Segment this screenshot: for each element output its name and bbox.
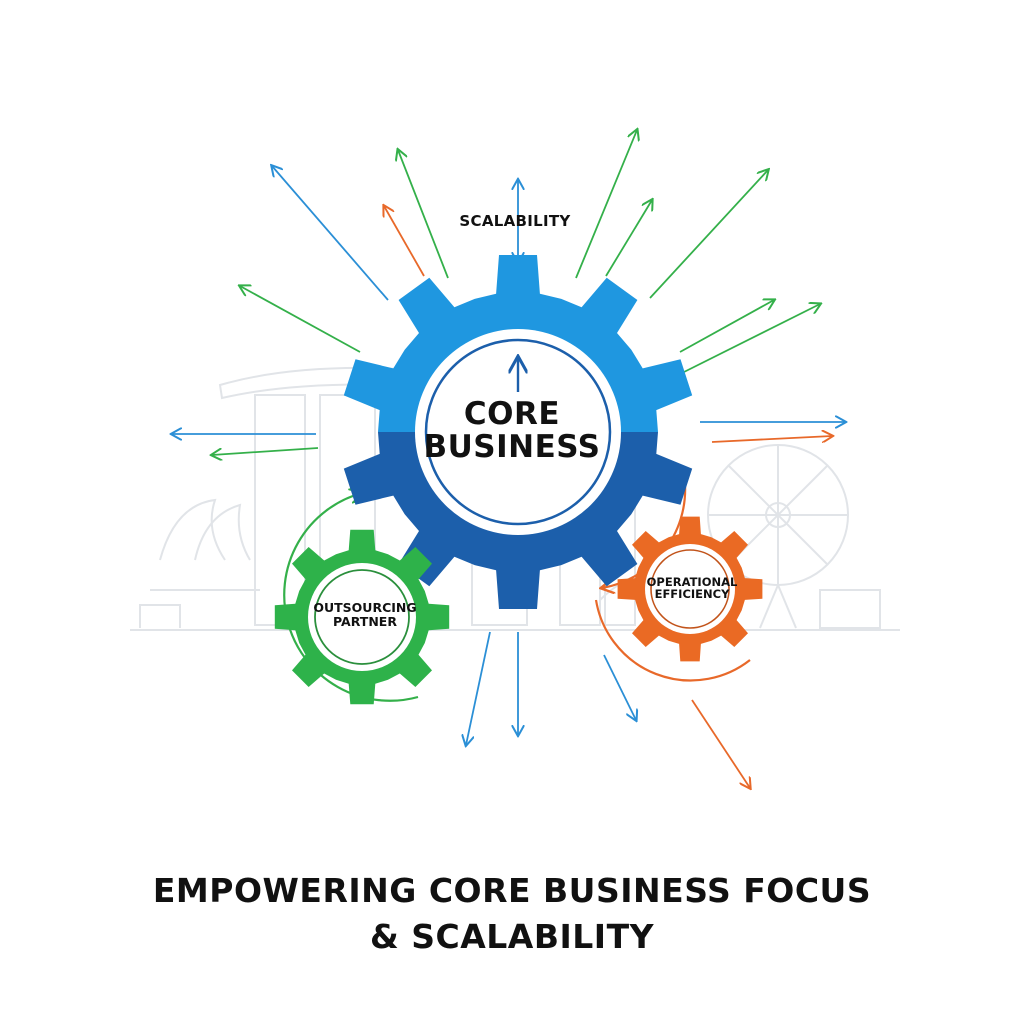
outsourcing-label-line2: PARTNER [333, 613, 397, 629]
radiating-arrow [575, 130, 637, 279]
radiating-arrow [272, 166, 389, 301]
radiating-arrows [172, 130, 845, 788]
radiating-arrow [605, 200, 652, 277]
radiating-arrow [398, 150, 449, 279]
operational-label-line2: EFFICIENCY [654, 587, 730, 602]
headline: EMPOWERING CORE BUSINESS FOCUS & SCALABI… [62, 868, 962, 960]
core-gear-hub [415, 329, 621, 535]
green-gear-hub [308, 563, 416, 671]
outsourcing-partner-label: OUTSOURCING PARTNER [290, 601, 440, 628]
headline-line2: & SCALABILITY [369, 917, 654, 956]
outsourcing-partner-gear [274, 529, 450, 705]
operational-efficiency-gear [617, 516, 763, 662]
green-gear-inner-ring [314, 569, 410, 665]
operational-efficiency-label: OPERATIONAL EFFICIENCY [617, 576, 767, 601]
headline-line1: EMPOWERING CORE BUSINESS FOCUS [152, 871, 872, 910]
radiating-arrow [679, 300, 774, 353]
radiating-arrow [212, 447, 319, 455]
radiating-arrow [384, 206, 425, 277]
core-label-line1: CORE [463, 396, 561, 432]
radiating-arrow [649, 170, 768, 299]
radiating-arrow [603, 654, 636, 720]
radiating-arrow [466, 631, 491, 745]
radiating-arrow [240, 286, 361, 353]
operational-label-line1: OPERATIONAL [646, 575, 738, 589]
orange-gear-hub [645, 544, 735, 634]
outsourcing-label-line1: OUTSOURCING [313, 600, 417, 615]
orange-gear-inner-ring [650, 549, 730, 629]
core-business-label: CORE BUSINESS [412, 396, 612, 466]
radiating-arrow [711, 436, 832, 443]
core-gear-inner-ring [424, 338, 612, 526]
core-label-line2: BUSINESS [423, 429, 601, 466]
scalability-label: SCALABILITY [459, 212, 571, 230]
radiating-arrow [691, 699, 750, 788]
radiating-arrow [679, 304, 820, 375]
